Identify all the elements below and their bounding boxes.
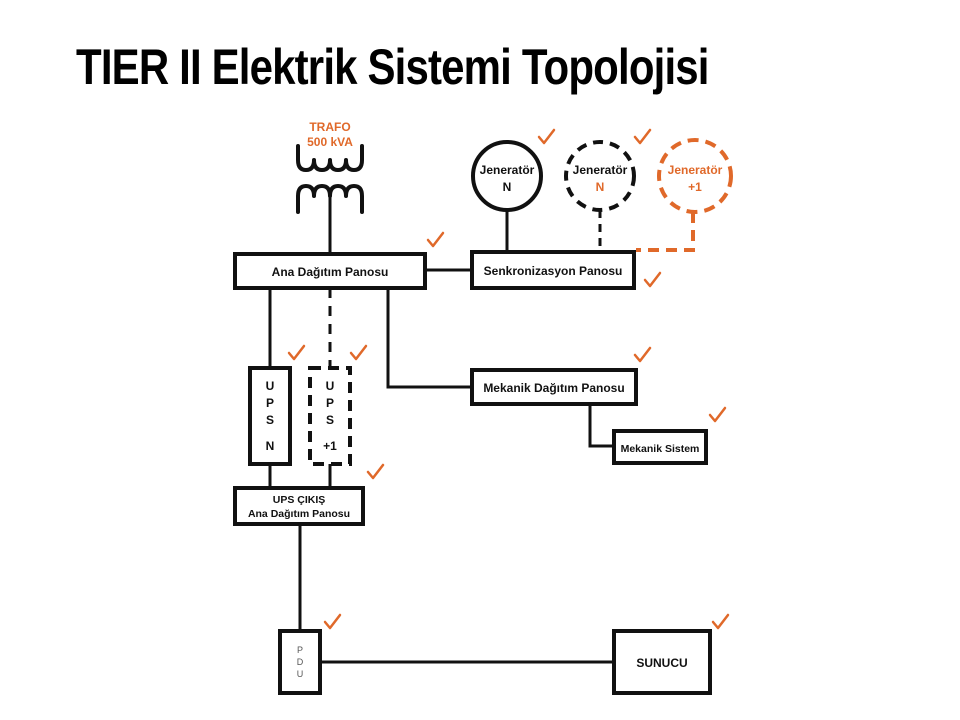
pdu-letter: D bbox=[297, 657, 304, 667]
mech-system-box bbox=[612, 429, 708, 465]
ups-out-sublabel: Ana Dağıtım Panosu bbox=[248, 508, 350, 520]
check-icon bbox=[366, 463, 385, 480]
generator-n-label: Jeneratör bbox=[480, 163, 535, 177]
trafo-capacity: 500 kVA bbox=[307, 135, 353, 149]
check-icon bbox=[287, 344, 306, 361]
page-title: TIER II Elektrik Sistemi Topolojisi bbox=[76, 39, 709, 95]
main-to-mech-line bbox=[386, 288, 472, 389]
ups-plus1-letter: S bbox=[326, 413, 334, 427]
check-icon bbox=[426, 231, 445, 248]
server-label: SUNUCU bbox=[636, 656, 687, 670]
check-icon bbox=[537, 128, 556, 145]
mech-panel-label: Mekanik Dağıtım Panosu bbox=[483, 381, 624, 395]
main-panel-label: Ana Dağıtım Panosu bbox=[272, 265, 389, 279]
check-icon bbox=[633, 346, 652, 363]
ups-out-panel-box bbox=[233, 486, 365, 526]
sync-panel-box bbox=[470, 250, 636, 290]
ups-out-label: UPS ÇIKIŞ bbox=[273, 494, 326, 506]
generator-plus1-label: Jeneratör bbox=[668, 163, 723, 177]
ups-n-letter: U bbox=[266, 379, 275, 393]
check-icon bbox=[711, 613, 730, 630]
pdu-letter: P bbox=[297, 645, 303, 655]
ups-plus1-suffix: +1 bbox=[323, 439, 337, 453]
trafo-label: TRAFO bbox=[309, 120, 350, 134]
ups-plus1-box bbox=[308, 366, 352, 466]
pdu-letter: U bbox=[297, 669, 304, 679]
sync-panel-label: Senkronizasyon Panosu bbox=[484, 264, 623, 278]
ups-plus1-letter: P bbox=[326, 396, 334, 410]
check-icon bbox=[708, 406, 727, 423]
mech-system-label: Mekanik Sistem bbox=[621, 443, 700, 455]
generator-n-suffix: N bbox=[503, 180, 512, 194]
ups-n-letter: S bbox=[266, 413, 274, 427]
ups-plus1-letter: U bbox=[326, 379, 335, 393]
ups-n-box bbox=[248, 366, 292, 466]
ups-n-letter: P bbox=[266, 396, 274, 410]
check-icon bbox=[633, 128, 652, 145]
ups-n-suffix: N bbox=[266, 439, 275, 453]
check-icon bbox=[643, 271, 662, 288]
generator-plus1-suffix: +1 bbox=[688, 180, 702, 194]
mech-panel-box bbox=[470, 368, 638, 406]
check-icon bbox=[323, 613, 342, 630]
generator-n2-label: Jeneratör bbox=[573, 163, 628, 177]
generator-n2-suffix: N bbox=[596, 180, 605, 194]
check-icon bbox=[349, 344, 368, 361]
pdu-box bbox=[278, 629, 322, 695]
server-box bbox=[612, 629, 712, 695]
